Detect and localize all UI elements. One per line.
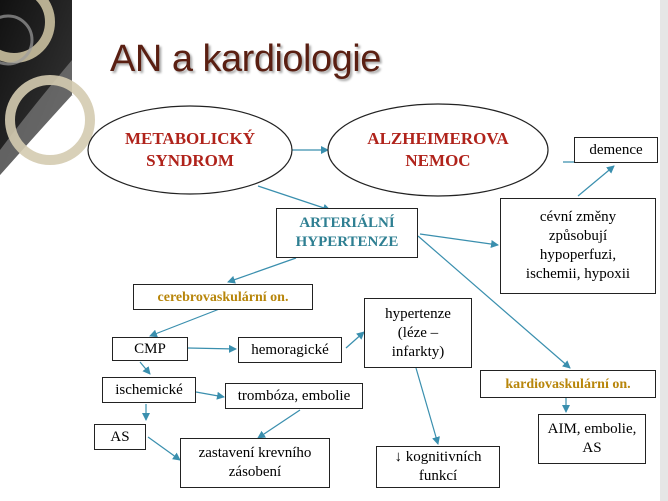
as-label: AS <box>110 428 130 445</box>
demence-box: demence <box>574 137 658 163</box>
as-box: AS <box>94 424 146 450</box>
ellipse-metabolicky <box>87 105 293 195</box>
arrow-cevni-demence <box>577 165 615 197</box>
kognitivni-label: ↓ kognitivních funkcí <box>394 449 482 484</box>
slide-shadow <box>660 0 668 501</box>
zastaveni-label: zastavení krevního zásobení <box>198 445 312 480</box>
metabolicky-syndrom-label: METABOLICKÝ SYNDROM <box>124 129 256 170</box>
arrow-as-zastaveni <box>147 436 181 461</box>
zastaveni-box: zastavení krevního zásobení <box>180 438 330 488</box>
cevni-zmeny-box: cévní změny způsobují hypoperfuzi, ische… <box>500 198 656 294</box>
arrow-cmp-hemoragicke <box>187 344 237 353</box>
ring-decoration <box>5 75 95 165</box>
arrow-hypertenze-cerebro <box>227 257 297 284</box>
arrow-metabolicky-hypertenze <box>257 185 331 212</box>
tromboza-label: trombóza, embolie <box>237 387 351 404</box>
hypertenze-leze-box: hypertenze (léze – infarkty) <box>364 298 472 368</box>
hypertenze-leze-label: hypertenze (léze – infarkty) <box>385 305 451 360</box>
arrow-hypertenze-kardio <box>417 235 571 369</box>
kardiovaskularni-box: kardiovaskulární on. <box>480 370 656 398</box>
aim-box: AIM, embolie, AS <box>538 414 646 464</box>
slide-title: AN a kardiologie <box>110 38 381 80</box>
arrow-hypertenze-cevni <box>419 233 499 248</box>
ischemicke-label: ischemické <box>115 381 183 398</box>
cerebrovaskularni-label: cerebrovaskulární on. <box>157 289 289 305</box>
cmp-box: CMP <box>112 337 188 361</box>
kardiovaskularni-label: kardiovaskulární on. <box>505 376 631 392</box>
cmp-label: CMP <box>134 340 166 357</box>
arrow-cerebro-cmp <box>149 307 223 338</box>
hemoragicke-label: hemoragické <box>251 341 329 358</box>
arrow-tromboza-zastaveni <box>257 409 301 439</box>
alzheimerova-nemoc-label: ALZHEIMEROVA NEMOC <box>367 129 509 170</box>
demence-label: demence <box>589 141 643 158</box>
arterialni-hypertenze-box: ARTERIÁLNÍ HYPERTENZE <box>276 208 418 258</box>
ring-decoration <box>0 14 34 66</box>
arrow-hypertenze-kognitivni <box>415 367 440 445</box>
arrow-cmp-ischemicke <box>139 361 151 375</box>
aim-label: AIM, embolie, AS <box>547 421 637 456</box>
ring-decoration <box>0 0 55 63</box>
tromboza-box: trombóza, embolie <box>225 383 363 409</box>
kognitivni-box: ↓ kognitivních funkcí <box>376 446 500 488</box>
cevni-zmeny-label: cévní změny způsobují hypoperfuzi, ische… <box>525 209 631 282</box>
cerebrovaskularni-box: cerebrovaskulární on. <box>133 284 313 310</box>
ellipse-alzheimer <box>327 103 549 197</box>
arrow-ischemicke-tromboza <box>195 391 225 400</box>
hemoragicke-box: hemoragické <box>238 337 342 363</box>
arrow-hemoragicke-hypertenze <box>345 331 365 349</box>
ischemicke-box: ischemické <box>102 377 196 403</box>
arterialni-hypertenze-label: ARTERIÁLNÍ HYPERTENZE <box>295 215 399 250</box>
